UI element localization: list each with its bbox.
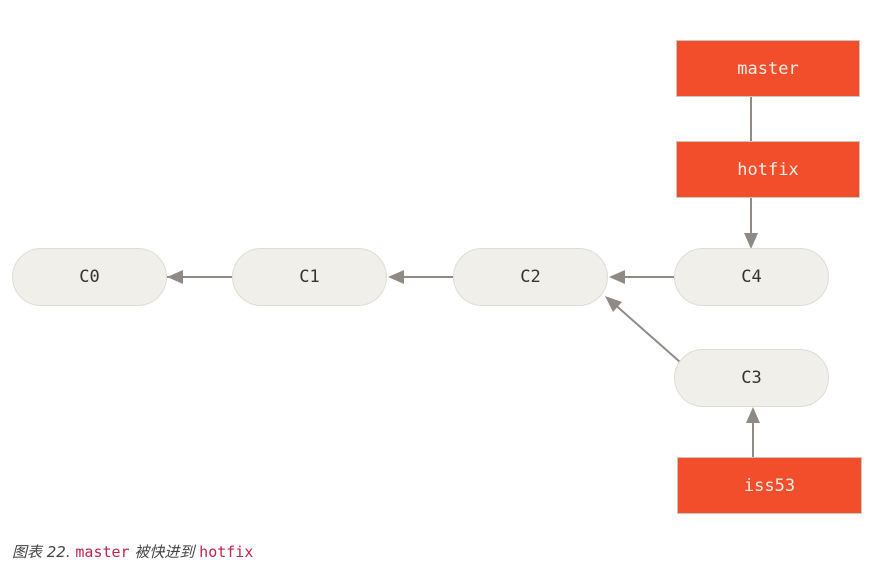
branch-label: iss53: [743, 475, 796, 496]
arrowhead-icon: [388, 270, 404, 284]
caption-prefix: 图表 22.: [12, 543, 71, 561]
commit-label: C0: [79, 267, 100, 287]
caption-code-hotfix: hotfix: [199, 543, 254, 561]
arrowhead-icon: [744, 233, 758, 249]
branch-hotfix: hotfix: [676, 141, 860, 198]
caption-code-master: master: [75, 543, 130, 561]
commit-c4: C4: [674, 248, 829, 306]
figure-caption: 图表 22. master 被快进到 hotfix: [12, 541, 253, 562]
commit-c1: C1: [232, 248, 387, 306]
commit-label: C3: [741, 368, 762, 388]
branch-master: master: [676, 40, 860, 97]
commit-c2: C2: [453, 248, 608, 306]
commit-c3: C3: [674, 349, 829, 407]
arrowhead-icon: [609, 270, 625, 284]
commit-label: C2: [520, 267, 541, 287]
arrowhead-icon: [167, 270, 183, 284]
arrowhead-icon: [605, 296, 622, 312]
caption-middle: 被快进到: [134, 543, 195, 561]
commit-label: C4: [741, 267, 762, 287]
branch-iss53: iss53: [677, 457, 862, 514]
edge-c3-c2: [611, 301, 681, 363]
commit-label: C1: [299, 267, 320, 287]
branch-label: master: [737, 58, 799, 79]
arrowhead-icon: [746, 407, 760, 423]
commit-c0: C0: [12, 248, 167, 306]
branch-label: hotfix: [737, 159, 799, 180]
